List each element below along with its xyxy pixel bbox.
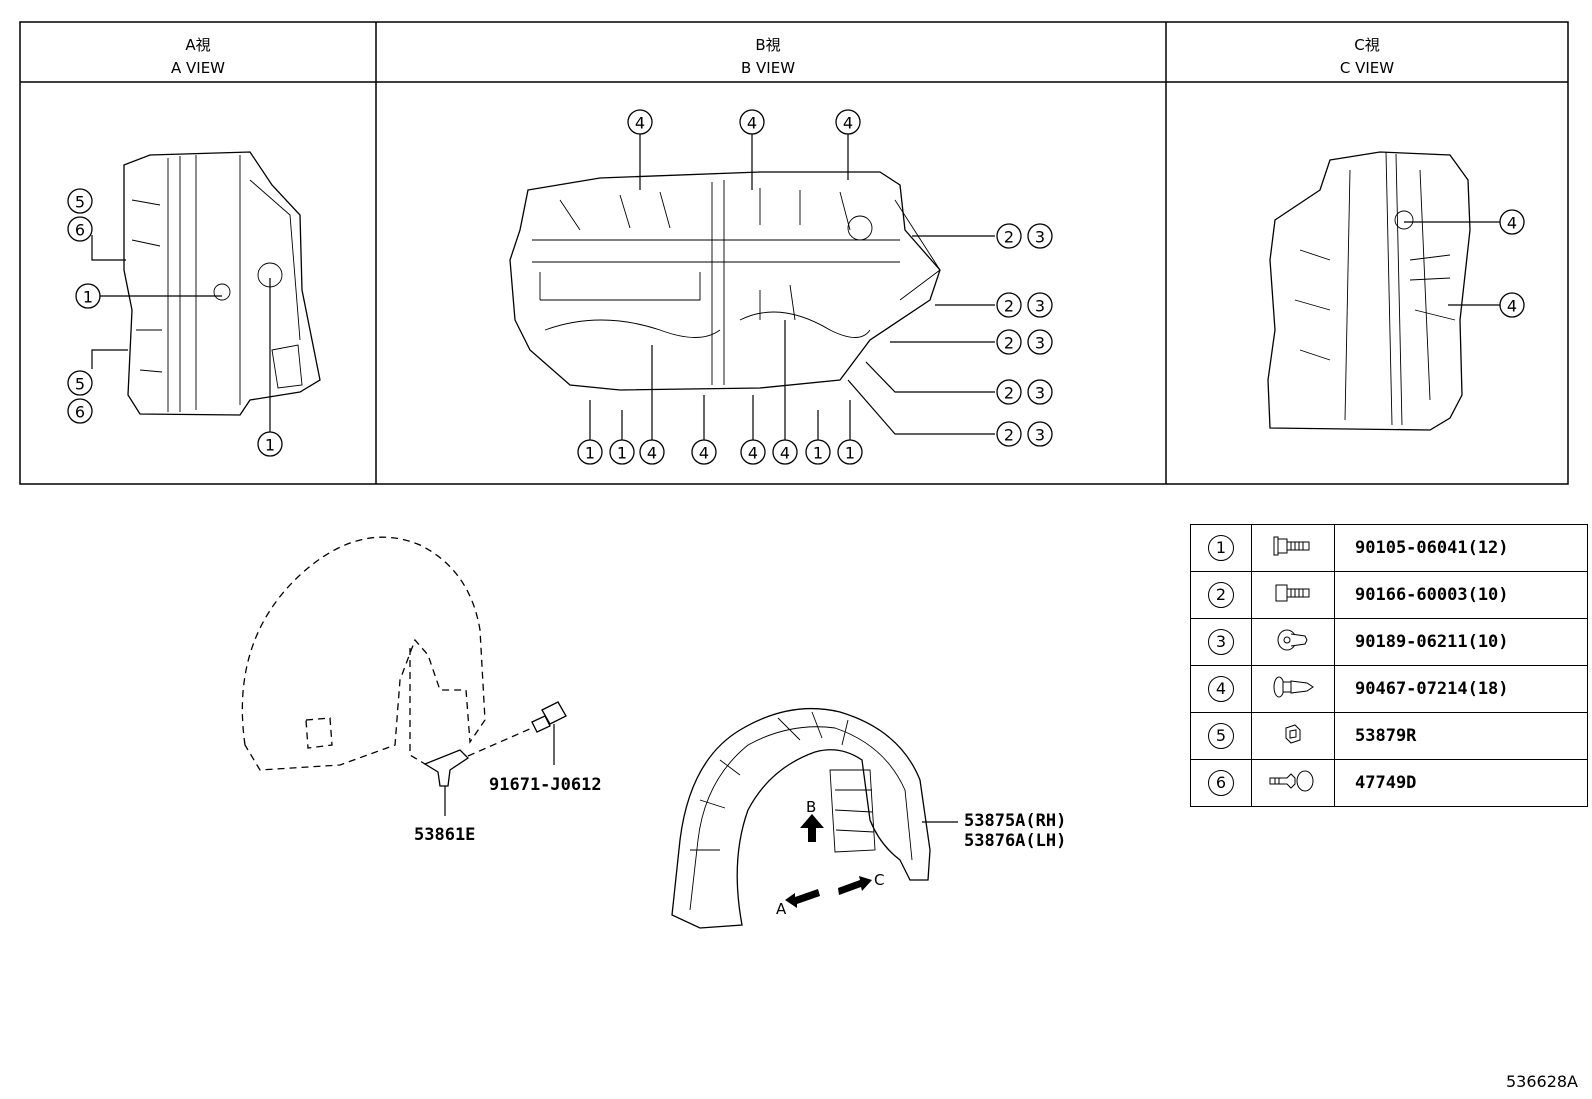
legend-number: 6 xyxy=(1208,770,1234,796)
c-view-liner-drawing xyxy=(1267,151,1471,431)
a-view-leaders xyxy=(91,235,271,432)
callout-3: 3 xyxy=(1035,228,1045,247)
callout-2: 2 xyxy=(1004,297,1014,316)
arrow-c-label: C xyxy=(874,871,884,889)
bolt-washer-icon xyxy=(1273,536,1310,556)
bolt-part-number: 91671-J0612 xyxy=(489,775,602,795)
callout-1: 1 xyxy=(265,436,275,455)
callout-4: 4 xyxy=(635,114,645,133)
legend-row: 4 90467-07214(18) xyxy=(1190,665,1588,713)
retainer-clip-icon xyxy=(1285,724,1301,744)
legend-part-number: 47749D xyxy=(1334,759,1588,807)
liner-rh-part-number: 53875A(RH) xyxy=(964,811,1066,831)
callout-3: 3 xyxy=(1035,334,1045,353)
legend-number: 3 xyxy=(1208,629,1234,655)
bolt-icon xyxy=(1275,584,1310,602)
arrow-a-label: A xyxy=(776,900,787,918)
b-view-leaders xyxy=(589,134,995,440)
callout-4: 4 xyxy=(843,114,853,133)
legend-row: 2 90166-60003(10) xyxy=(1190,571,1588,619)
callout-5: 5 xyxy=(75,375,85,394)
bracket-part-number: 53861E xyxy=(414,825,475,845)
legend-part-number: 90189-06211(10) xyxy=(1334,618,1588,666)
direction-arrows xyxy=(785,814,872,908)
bracket-53861E xyxy=(409,648,470,816)
callout-2: 2 xyxy=(1004,334,1014,353)
fender-outline-dashed xyxy=(241,536,486,771)
c-view-callouts: 4 4 xyxy=(1499,209,1525,318)
b-view-title-jp: B視 xyxy=(755,36,780,54)
legend-number: 1 xyxy=(1208,535,1234,561)
callout-3: 3 xyxy=(1035,384,1045,403)
legend-row: 1 90105-06041(12) xyxy=(1190,524,1588,572)
a-view-title-jp: A視 xyxy=(185,36,210,54)
callout-1: 1 xyxy=(617,444,627,463)
callout-2: 2 xyxy=(1004,384,1014,403)
callout-6: 6 xyxy=(75,221,85,240)
callout-3: 3 xyxy=(1035,297,1045,316)
arrow-b-label: B xyxy=(806,798,816,816)
b-view-liner-drawing xyxy=(509,171,941,391)
fastener-legend-table: 1 90105-06041(12) 2 90166-60003(10) 3 90… xyxy=(1190,524,1588,807)
grommet-clip-icon xyxy=(1269,770,1314,792)
bolt-91671-J0612 xyxy=(467,701,567,765)
legend-row: 6 47749D xyxy=(1190,759,1588,807)
callout-5: 5 xyxy=(75,193,85,212)
a-view-callouts: 5 6 1 5 6 1 xyxy=(67,188,283,457)
callout-1: 1 xyxy=(845,444,855,463)
c-view-title-jp: C視 xyxy=(1354,36,1379,54)
callout-1: 1 xyxy=(585,444,595,463)
callout-4: 4 xyxy=(1507,214,1517,233)
callout-4: 4 xyxy=(748,444,758,463)
b-view-title-en: B VIEW xyxy=(741,59,795,77)
a-view-liner-drawing xyxy=(123,151,321,416)
fender-liner-assembly xyxy=(671,707,958,929)
legend-row: 5 53879R xyxy=(1190,712,1588,760)
c-view-title-en: C VIEW xyxy=(1340,59,1394,77)
callout-4: 4 xyxy=(1507,297,1517,316)
callout-1: 1 xyxy=(813,444,823,463)
legend-part-number: 90105-06041(12) xyxy=(1334,524,1588,572)
legend-part-number: 90467-07214(18) xyxy=(1334,665,1588,713)
callout-6: 6 xyxy=(75,403,85,422)
c-view-leaders xyxy=(1404,221,1500,306)
legend-part-number: 90166-60003(10) xyxy=(1334,571,1588,619)
callout-3: 3 xyxy=(1035,426,1045,445)
legend-number: 5 xyxy=(1208,723,1234,749)
callout-2: 2 xyxy=(1004,426,1014,445)
legend-part-number: 53879R xyxy=(1334,712,1588,760)
callout-4: 4 xyxy=(699,444,709,463)
b-view-callouts-right: 2 3 2 3 2 3 2 3 2 3 xyxy=(996,223,1053,447)
clip-nut-icon xyxy=(1277,629,1308,651)
legend-row: 3 90189-06211(10) xyxy=(1190,618,1588,666)
view-frame xyxy=(19,21,1569,485)
a-view-title-en: A VIEW xyxy=(171,59,225,77)
callout-4: 4 xyxy=(747,114,757,133)
callout-2: 2 xyxy=(1004,228,1014,247)
b-view-callouts-bottom: 1 1 4 4 4 4 1 1 xyxy=(577,439,863,465)
callout-4: 4 xyxy=(780,444,790,463)
legend-number: 4 xyxy=(1208,676,1234,702)
diagram-reference-number: 536628A xyxy=(1505,1072,1578,1091)
liner-lh-part-number: 53876A(LH) xyxy=(964,831,1066,851)
push-rivet-icon xyxy=(1273,676,1314,698)
callout-1: 1 xyxy=(83,288,93,307)
legend-number: 2 xyxy=(1208,582,1234,608)
b-view-callouts-top: 4 4 4 xyxy=(627,109,861,135)
callout-4: 4 xyxy=(647,444,657,463)
